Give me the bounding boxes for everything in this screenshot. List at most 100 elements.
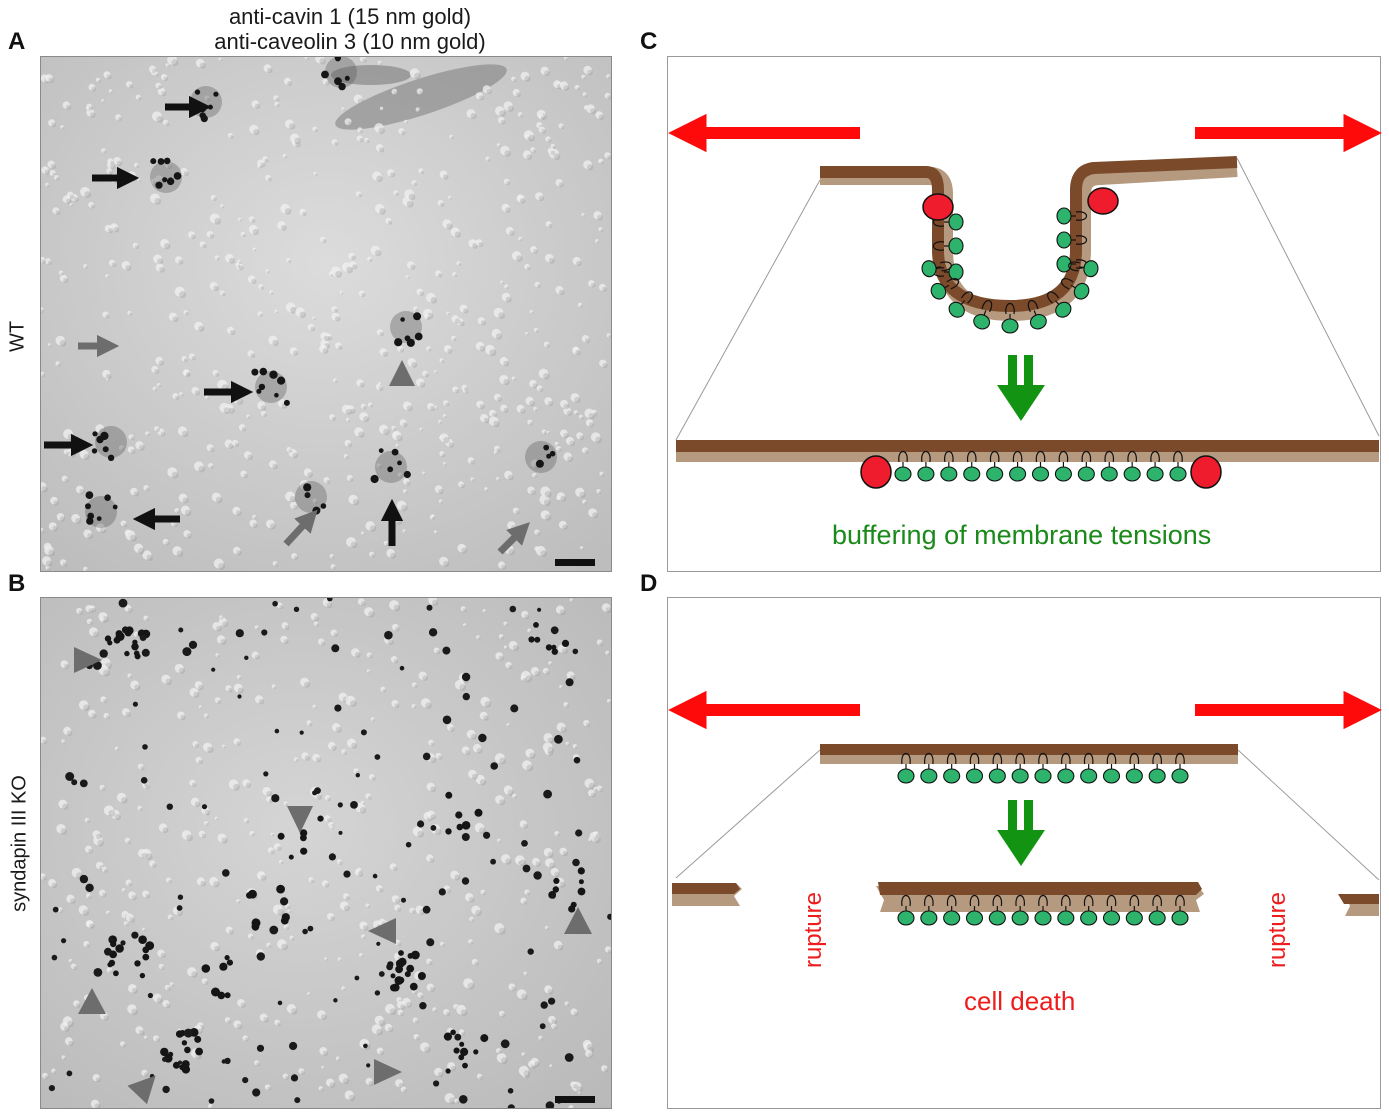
membrane-particle bbox=[418, 671, 427, 680]
membrane-particle-shadow bbox=[470, 941, 474, 945]
membrane-particle bbox=[118, 445, 124, 451]
membrane-particle bbox=[606, 74, 610, 79]
membrane-particle bbox=[174, 286, 185, 297]
membrane-particle bbox=[443, 461, 446, 465]
membrane-particle bbox=[172, 546, 182, 556]
gold-particle bbox=[166, 803, 173, 810]
membrane-particle-shadow bbox=[51, 122, 57, 128]
membrane-particle bbox=[442, 414, 447, 418]
membrane-particle-shadow bbox=[550, 150, 555, 155]
caveolin-unit bbox=[1102, 752, 1121, 784]
membrane-particle-shadow bbox=[425, 702, 432, 709]
membrane-particle-shadow bbox=[526, 154, 533, 160]
membrane-particle-shadow bbox=[202, 244, 207, 249]
membrane-particle-shadow bbox=[599, 960, 603, 964]
membrane-particle bbox=[133, 543, 144, 553]
membrane-particle-shadow bbox=[563, 85, 570, 91]
membrane-particle-shadow bbox=[323, 335, 330, 342]
membrane-particle bbox=[432, 1007, 437, 1012]
membrane-particle bbox=[196, 877, 205, 886]
membrane-particle bbox=[375, 203, 385, 214]
membrane-particle bbox=[508, 640, 518, 650]
membrane-particle-shadow bbox=[445, 402, 450, 407]
membrane-particle-shadow bbox=[411, 910, 416, 914]
membrane-particle-shadow bbox=[548, 257, 555, 264]
membrane-particle bbox=[434, 485, 443, 493]
gold-particle bbox=[395, 965, 403, 974]
membrane-particle-shadow bbox=[57, 363, 61, 367]
membrane-particle bbox=[416, 378, 425, 387]
membrane-particle bbox=[555, 285, 564, 294]
membrane-particle bbox=[63, 726, 72, 735]
caveolin-unit bbox=[1047, 291, 1072, 318]
gold-particle bbox=[65, 772, 75, 781]
membrane-particle bbox=[504, 470, 513, 480]
membrane-particle bbox=[555, 179, 563, 187]
membrane-particle bbox=[154, 71, 159, 76]
membrane-particle-shadow bbox=[525, 846, 528, 849]
membrane-particle bbox=[86, 893, 91, 899]
membrane-particle-shadow bbox=[408, 193, 416, 201]
membrane-particle bbox=[339, 901, 349, 910]
membrane-particle bbox=[578, 414, 584, 419]
membrane-particle bbox=[380, 686, 386, 692]
gold-particle bbox=[390, 973, 396, 979]
membrane-particle bbox=[540, 66, 549, 75]
membrane-particle bbox=[516, 989, 527, 999]
membrane-particle-shadow bbox=[180, 714, 186, 720]
membrane-particle-shadow bbox=[585, 338, 590, 344]
membrane-particle bbox=[257, 311, 263, 317]
membrane-particle-shadow bbox=[358, 193, 362, 198]
membrane-particle bbox=[568, 1105, 574, 1108]
membrane-particle bbox=[68, 958, 73, 963]
membrane-particle bbox=[500, 145, 510, 156]
membrane-particle bbox=[439, 451, 445, 457]
membrane-particle bbox=[163, 119, 169, 126]
membrane-particle-shadow bbox=[327, 818, 332, 823]
membrane-particle-shadow bbox=[393, 604, 401, 612]
membrane-particle bbox=[341, 404, 351, 414]
gold-particle bbox=[276, 884, 285, 894]
membrane-particle-shadow bbox=[217, 699, 222, 704]
membrane-particle bbox=[224, 439, 233, 448]
membrane-particle bbox=[248, 225, 258, 234]
membrane-particle-shadow bbox=[288, 123, 296, 130]
membrane-particle-shadow bbox=[182, 497, 189, 504]
membrane-particle bbox=[384, 1023, 393, 1032]
membrane-particle-shadow bbox=[420, 170, 424, 174]
membrane-particle-shadow bbox=[93, 631, 100, 638]
membrane-particle bbox=[545, 221, 552, 227]
membrane-particle bbox=[433, 647, 440, 654]
membrane-particle-shadow bbox=[495, 452, 498, 455]
membrane-particle-shadow bbox=[536, 531, 541, 536]
membrane-particle bbox=[519, 820, 527, 828]
flow-arrow-d bbox=[997, 800, 1045, 866]
membrane-particle-shadow bbox=[534, 474, 538, 478]
membrane-particle bbox=[56, 824, 66, 834]
membrane-particle-shadow bbox=[599, 641, 604, 646]
membrane-particle-shadow bbox=[370, 404, 373, 408]
membrane-particle-shadow bbox=[592, 512, 599, 519]
membrane-particle-shadow bbox=[114, 813, 121, 821]
membrane-particle bbox=[530, 246, 537, 253]
gold-particle bbox=[263, 771, 269, 777]
membrane-particle-shadow bbox=[547, 746, 554, 754]
membrane-particle bbox=[300, 677, 309, 687]
membrane-particle-shadow bbox=[472, 479, 475, 482]
membrane-particle bbox=[132, 242, 138, 248]
membrane-particle-shadow bbox=[334, 308, 338, 313]
membrane-particle bbox=[438, 499, 443, 504]
membrane-particle bbox=[375, 144, 384, 152]
gray-arrowhead bbox=[287, 806, 313, 833]
membrane-particle bbox=[337, 957, 342, 961]
panel-letter-a: A bbox=[8, 28, 26, 55]
membrane-particle bbox=[312, 126, 318, 132]
membrane-particle-shadow bbox=[410, 264, 416, 270]
gold-particle bbox=[162, 177, 168, 183]
membrane-particle bbox=[48, 879, 56, 887]
membrane-particle bbox=[62, 1016, 73, 1026]
membrane-particle bbox=[365, 793, 371, 799]
membrane-particle bbox=[157, 87, 166, 96]
membrane-particle-shadow bbox=[359, 129, 364, 134]
